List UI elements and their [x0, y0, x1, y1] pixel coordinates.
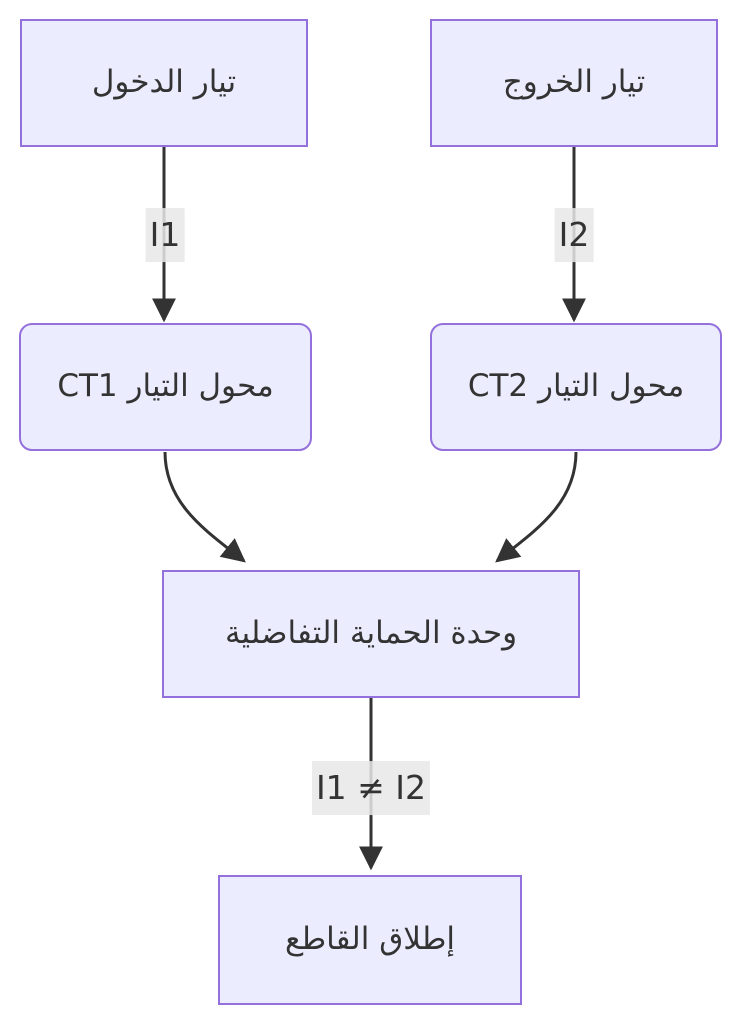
- node-ct1-transformer-label: محول التيار CT1: [57, 368, 274, 405]
- node-trip-breaker-label: إطلاق القاطع: [284, 921, 456, 958]
- node-ct2-transformer-label: محول التيار CT2: [467, 368, 685, 405]
- edge-label-i2: I2: [554, 208, 594, 262]
- edge-label-i1: I1: [145, 208, 185, 262]
- node-input-current: تيار الدخول: [20, 19, 308, 147]
- edge-label-trip-condition: I1 ≠ I2: [311, 761, 431, 815]
- edge-ct2-to-protection: [495, 451, 578, 563]
- node-differential-protection-unit: وحدة الحماية التفاضلية: [162, 570, 580, 698]
- node-input-current-label: تيار الدخول: [91, 64, 237, 101]
- node-output-current: تيار الخروج: [430, 19, 718, 147]
- node-ct2-transformer: محول التيار CT2: [430, 323, 722, 451]
- node-output-current-label: تيار الخروج: [502, 64, 646, 101]
- node-differential-protection-unit-label: وحدة الحماية التفاضلية: [224, 615, 518, 652]
- edge-ct1-to-protection: [163, 451, 246, 563]
- node-ct1-transformer: محول التيار CT1: [19, 323, 312, 451]
- node-trip-breaker: إطلاق القاطع: [218, 875, 522, 1005]
